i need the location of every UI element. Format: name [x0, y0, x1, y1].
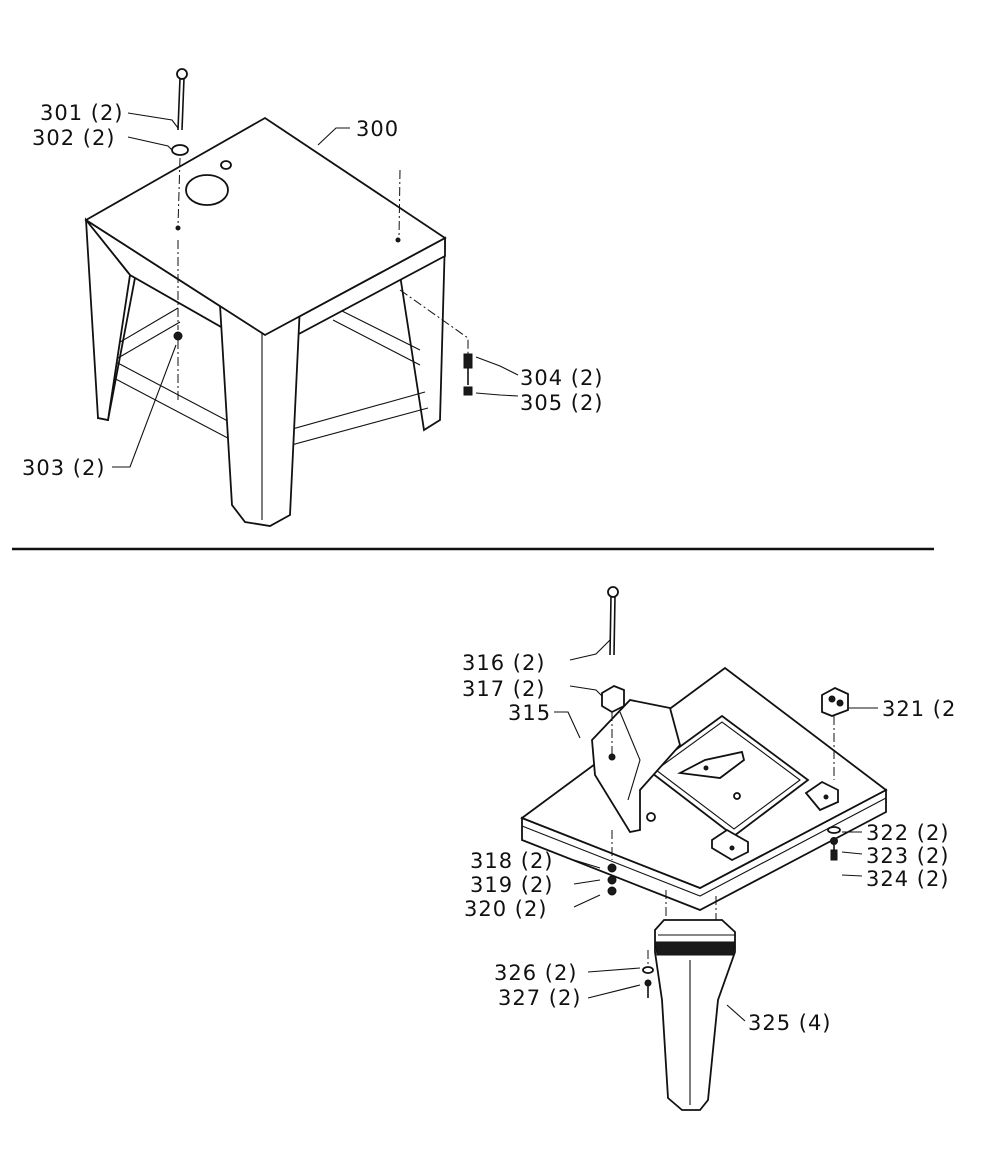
leader-lines-bottom — [554, 639, 878, 1022]
callout-305: 305 (2) — [520, 391, 604, 415]
callout-322: 322 (2) — [866, 821, 950, 845]
callout-324: 324 (2) — [866, 867, 950, 891]
nut-303 — [173, 240, 183, 400]
callout-320: 320 (2) — [464, 897, 548, 921]
callout-317: 317 (2) — [462, 677, 546, 701]
leader-lines-top — [112, 112, 519, 468]
callout-325: 325 (4) — [748, 1011, 832, 1035]
bolt-316-block-317 — [601, 586, 625, 758]
callout-316: 316 (2) — [462, 651, 546, 675]
callout-300: 300 — [356, 117, 399, 141]
hardware-318-320 — [607, 830, 617, 896]
callout-319: 319 (2) — [470, 873, 554, 897]
leg-325 — [654, 890, 736, 1111]
clip-321 — [821, 686, 849, 780]
callout-318: 318 (2) — [470, 849, 554, 873]
callout-323: 323 (2) — [866, 844, 950, 868]
callout-315: 315 — [508, 701, 551, 725]
bolt-304-305 — [399, 289, 473, 396]
hardware-322-324 — [827, 826, 841, 861]
callout-301: 301 (2) — [40, 101, 124, 125]
callout-321: 321 (2 — [882, 697, 956, 721]
callout-327: 327 (2) — [498, 986, 582, 1010]
callout-304: 304 (2) — [520, 366, 604, 390]
bolt-301-302 — [171, 68, 189, 227]
hardware-326-327 — [642, 950, 654, 998]
callout-302: 302 (2) — [32, 126, 116, 150]
table-assembly — [520, 666, 888, 911]
callout-303: 303 (2) — [22, 456, 106, 480]
stand-assembly — [84, 116, 447, 527]
callout-326: 326 (2) — [494, 961, 578, 985]
